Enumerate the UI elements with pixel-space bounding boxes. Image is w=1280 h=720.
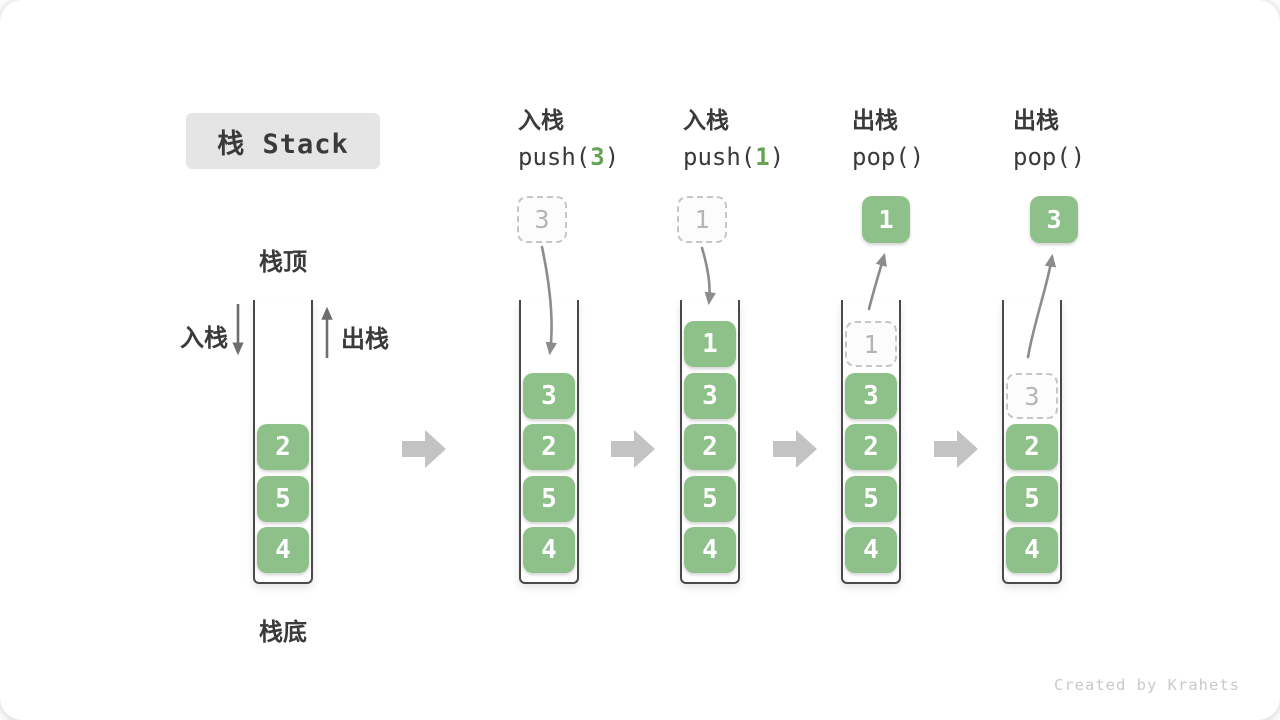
stack-block: 2	[257, 424, 309, 470]
popped-value-1: 1	[862, 196, 910, 243]
stack-bottom-label: 栈底	[259, 618, 307, 646]
stack-block: 5	[523, 476, 575, 522]
code-suffix: )	[769, 143, 785, 171]
stack-block: 2	[684, 424, 736, 470]
code-suffix: )	[909, 143, 925, 171]
step-arrow-icon	[611, 430, 655, 468]
stack-block: 4	[257, 527, 309, 573]
op-code: pop()	[1013, 145, 1085, 169]
watermark: Created by Krahets	[1054, 676, 1240, 694]
ghost-slot-3: 3	[1006, 373, 1058, 419]
op-header-push3: 入栈 push(3)	[518, 108, 619, 170]
stack-block: 2	[1006, 424, 1058, 470]
code-suffix: )	[604, 143, 620, 171]
code-suffix: )	[1070, 143, 1086, 171]
op-name: 出栈	[1013, 108, 1059, 134]
pop-side-label: 出栈	[341, 325, 389, 353]
op-header-pop3: 出栈 pop()	[1013, 108, 1085, 170]
stack-block: 3	[845, 373, 897, 419]
title-text: 栈 Stack	[217, 128, 349, 160]
step-arrow-icon	[402, 430, 446, 468]
push-side-label: 入栈	[180, 324, 228, 352]
stack-block: 3	[523, 373, 575, 419]
code-prefix: push(	[683, 143, 756, 171]
code-prefix: pop(	[1013, 143, 1071, 171]
stack-block: 5	[1006, 476, 1058, 522]
op-name: 入栈	[683, 108, 729, 134]
stack-block: 5	[684, 476, 736, 522]
ghost-slot-1: 1	[845, 321, 897, 367]
stack-block: 5	[845, 476, 897, 522]
op-name: 出栈	[852, 108, 898, 134]
code-arg: 3	[590, 143, 605, 171]
floating-ghost-push1: 1	[677, 196, 727, 243]
op-header-push1: 入栈 push(1)	[683, 108, 784, 170]
push1-arrow	[700, 246, 716, 306]
stack-block: 4	[684, 527, 736, 573]
stack-block: 1	[684, 321, 736, 367]
code-arg: 1	[755, 143, 770, 171]
step-arrow-icon	[773, 430, 817, 468]
op-code: push(3)	[518, 145, 619, 169]
stack-block: 5	[257, 476, 309, 522]
stack-block: 3	[684, 373, 736, 419]
stack-block: 4	[845, 527, 897, 573]
stack-block: 2	[845, 424, 897, 470]
popped-value-3: 3	[1030, 196, 1078, 243]
stack-block: 4	[1006, 527, 1058, 573]
title-badge: 栈 Stack	[186, 113, 380, 169]
op-code: push(1)	[683, 145, 784, 169]
op-name: 入栈	[518, 108, 564, 134]
stack-block: 2	[523, 424, 575, 470]
stack-top-label: 栈顶	[259, 248, 307, 276]
stack-block: 4	[523, 527, 575, 573]
op-header-pop1: 出栈 pop()	[852, 108, 924, 170]
step-arrow-icon	[934, 430, 978, 468]
code-prefix: pop(	[852, 143, 910, 171]
code-prefix: push(	[518, 143, 591, 171]
floating-ghost-push3: 3	[517, 196, 567, 243]
op-code: pop()	[852, 145, 924, 169]
